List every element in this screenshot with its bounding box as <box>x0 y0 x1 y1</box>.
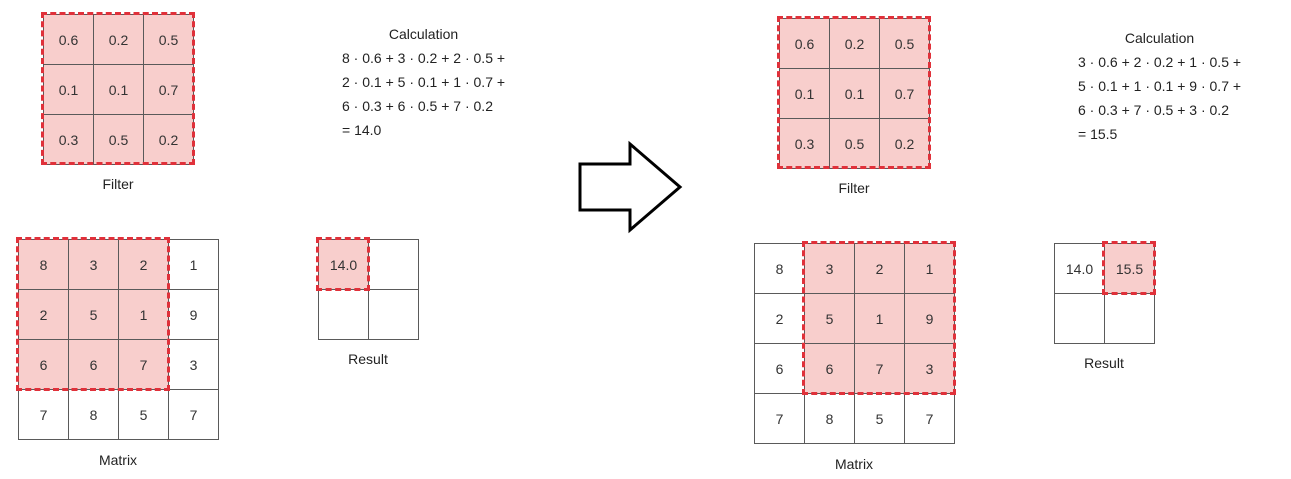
filter-cell: 0.5 <box>829 118 880 169</box>
matrix-cell: 7 <box>754 393 805 444</box>
filter-cell: 0.1 <box>779 68 830 119</box>
matrix-cell: 2 <box>854 243 905 294</box>
calculation-line: 5 · 0.1 + 1 · 0.1 + 9 · 0.7 + <box>1078 78 1242 94</box>
filter-label: Filter <box>838 180 870 196</box>
matrix-cell: 7 <box>168 389 219 440</box>
right-arrow-icon <box>578 140 683 234</box>
matrix-cell: 7 <box>854 343 905 394</box>
matrix-label: Matrix <box>98 452 138 468</box>
calculation-title: Calculation <box>388 26 459 42</box>
result-label: Result <box>1084 355 1124 371</box>
matrix-cell: 7 <box>904 393 955 444</box>
result-cell <box>368 289 419 340</box>
filter-label: Filter <box>102 176 134 192</box>
filter-cell: 0.6 <box>43 14 94 65</box>
calculation-line: = 15.5 <box>1078 126 1118 142</box>
matrix-cell: 1 <box>854 293 905 344</box>
calculation-line: = 14.0 <box>342 122 382 138</box>
result-cell <box>318 289 369 340</box>
filter-cell: 0.6 <box>779 18 830 69</box>
filter-cell: 0.1 <box>829 68 880 119</box>
matrix-cell: 2 <box>18 289 69 340</box>
matrix-cell: 8 <box>804 393 855 444</box>
filter-cell: 0.2 <box>143 114 194 165</box>
result-cell: 15.5 <box>1104 243 1155 294</box>
calculation-line: 3 · 0.6 + 2 · 0.2 + 1 · 0.5 + <box>1078 54 1242 70</box>
matrix-cell: 6 <box>18 339 69 390</box>
result-cell: 14.0 <box>318 239 369 290</box>
matrix-cell: 3 <box>168 339 219 390</box>
matrix-cell: 8 <box>68 389 119 440</box>
calculation-line: 6 · 0.3 + 7 · 0.5 + 3 · 0.2 <box>1078 102 1229 118</box>
filter-cell: 0.5 <box>143 14 194 65</box>
matrix-cell: 1 <box>118 289 169 340</box>
matrix-cell: 2 <box>754 293 805 344</box>
result-cell <box>1054 293 1105 344</box>
filter-cell: 0.1 <box>43 64 94 115</box>
matrix-cell: 3 <box>68 239 119 290</box>
calculation-line: 8 · 0.6 + 3 · 0.2 + 2 · 0.5 + <box>342 50 506 66</box>
matrix-cell: 6 <box>754 343 805 394</box>
matrix-cell: 8 <box>18 239 69 290</box>
calculation-block: Calculation 8 · 0.6 + 3 · 0.2 + 2 · 0.5 … <box>342 26 505 142</box>
matrix-cell: 7 <box>18 389 69 440</box>
filter-cell: 0.2 <box>879 118 930 169</box>
calculation-block: Calculation 3 · 0.6 + 2 · 0.2 + 1 · 0.5 … <box>1078 30 1241 146</box>
matrix-cell: 5 <box>804 293 855 344</box>
filter-cell: 0.5 <box>879 18 930 69</box>
result-grid: 14.0 <box>318 239 419 340</box>
filter-cell: 0.1 <box>93 64 144 115</box>
filter-cell: 0.2 <box>93 14 144 65</box>
matrix-cell: 5 <box>68 289 119 340</box>
matrix-cell: 3 <box>904 343 955 394</box>
filter-cell: 0.2 <box>829 18 880 69</box>
filter-cell: 0.7 <box>879 68 930 119</box>
result-cell <box>368 239 419 290</box>
matrix-cell: 1 <box>904 243 955 294</box>
matrix-cell: 6 <box>804 343 855 394</box>
matrix-cell: 6 <box>68 339 119 390</box>
matrix-cell: 9 <box>904 293 955 344</box>
calculation-line: 2 · 0.1 + 5 · 0.1 + 1 · 0.7 + <box>342 74 506 90</box>
result-cell <box>1104 293 1155 344</box>
matrix-cell: 5 <box>118 389 169 440</box>
result-cell: 14.0 <box>1054 243 1105 294</box>
matrix-label: Matrix <box>834 456 874 472</box>
calculation-line: 6 · 0.3 + 6 · 0.5 + 7 · 0.2 <box>342 98 493 114</box>
matrix-cell: 1 <box>168 239 219 290</box>
calculation-title: Calculation <box>1124 30 1195 46</box>
filter-cell: 0.3 <box>779 118 830 169</box>
matrix-cell: 8 <box>754 243 805 294</box>
filter-cell: 0.7 <box>143 64 194 115</box>
matrix-cell: 3 <box>804 243 855 294</box>
filter-cell: 0.3 <box>43 114 94 165</box>
matrix-cell: 5 <box>854 393 905 444</box>
result-label: Result <box>348 351 388 367</box>
matrix-cell: 9 <box>168 289 219 340</box>
filter-cell: 0.5 <box>93 114 144 165</box>
matrix-cell: 2 <box>118 239 169 290</box>
matrix-cell: 7 <box>118 339 169 390</box>
